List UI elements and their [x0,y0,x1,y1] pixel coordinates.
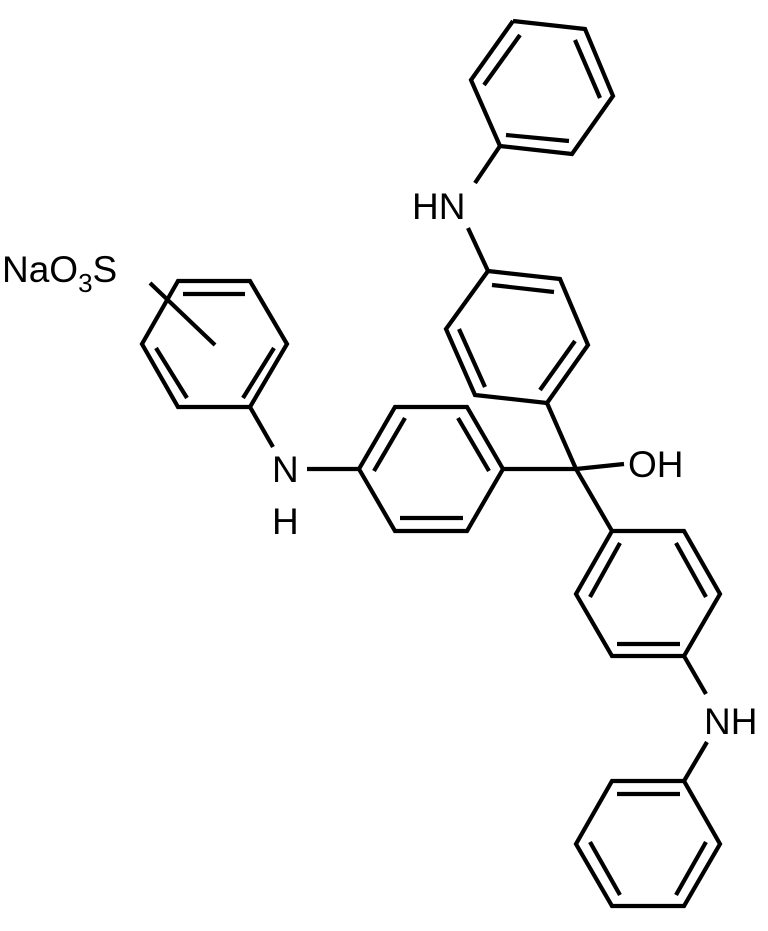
bottom-phenyl-ring [573,778,723,909]
nh-left-h-label: H [272,501,299,542]
bond-nh-ring [466,227,490,272]
bond-central-lower [574,467,614,533]
bond-sulfonate [148,281,217,347]
sulfonate-subscript: 3 [78,268,92,298]
oh-label: OH [628,444,684,485]
bond-lower-nh [682,654,708,696]
nh-left-n-label: N [272,449,299,490]
top-phenyl-ring [468,18,616,157]
sulfophenyl-ring [139,278,290,410]
bond-top-nh [473,144,502,185]
bond-upper-central [545,402,578,470]
sulfonate-prefix: NaO [2,249,78,290]
bond-n-sulfophenyl [248,405,275,449]
middle-aminophenyl-ring [356,404,505,534]
lower-aminophenyl-ring [573,528,723,659]
sulfonate-suffix: S [93,249,118,290]
sulfonate-label: NaO3S [2,249,117,298]
nh-bottom-label: NH [704,701,757,742]
bond-nh-bottom [682,740,709,783]
upper-aminophenyl-ring [443,268,591,406]
nh-top-label: HN [412,186,465,227]
bond-central-oh [575,461,625,472]
